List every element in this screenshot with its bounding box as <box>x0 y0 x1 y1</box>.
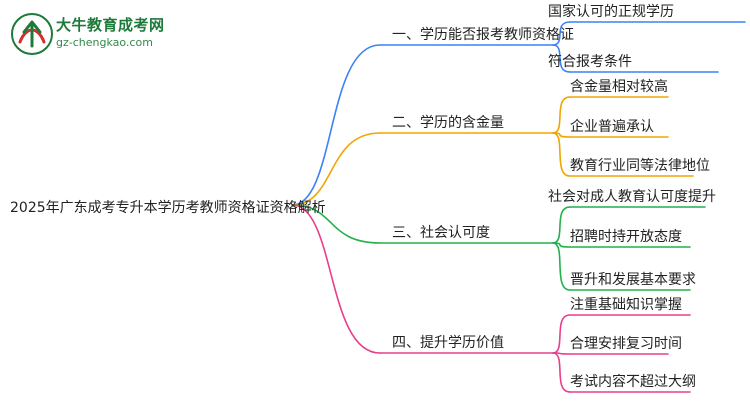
niu-logo-icon <box>11 13 53 55</box>
branch-label: 三、社会认可度 <box>392 225 490 241</box>
leaf-connector <box>552 206 571 244</box>
leaf-label: 教育行业同等法律地位 <box>570 158 710 174</box>
leaf-label: 国家认可的正规学历 <box>548 4 674 20</box>
leaf-label: 晋升和发展基本要求 <box>570 272 696 288</box>
leaf-label: 注重基础知识掌握 <box>570 297 682 313</box>
leaf-connector <box>552 44 571 73</box>
leaf-connector <box>552 242 571 291</box>
branch-connector <box>291 44 381 206</box>
leaf-label: 含金量相对较高 <box>570 79 668 95</box>
site-logo: 大牛教育成考网 gz-chengkao.com <box>10 12 164 56</box>
site-url: gz-chengkao.com <box>56 36 153 49</box>
leaf-connector <box>552 21 571 46</box>
branch-label: 二、学历的含金量 <box>392 115 504 131</box>
leaf-connector <box>552 352 571 393</box>
leaf-label: 考试内容不超过大纲 <box>570 374 696 390</box>
branch-connector <box>291 204 381 244</box>
branch-label: 一、学历能否报考教师资格证 <box>392 27 574 43</box>
branch-connector <box>291 204 381 354</box>
leaf-label: 合理安排复习时间 <box>570 336 682 352</box>
branch-connector <box>291 132 381 206</box>
root-node-label: 2025年广东成考专升本学历考教师资格证资格解析 <box>10 200 326 216</box>
leaf-connector <box>552 314 571 354</box>
leaf-label: 符合报考条件 <box>548 54 632 70</box>
leaf-label: 企业普遍承认 <box>570 119 654 135</box>
leaf-connector <box>552 96 571 134</box>
leaf-label: 招聘时持开放态度 <box>570 229 682 245</box>
leaf-label: 社会对成人教育认可度提升 <box>548 189 716 205</box>
branch-label: 四、提升学历价值 <box>392 335 504 351</box>
leaf-connector <box>552 132 571 177</box>
site-name: 大牛教育成考网 <box>56 16 165 34</box>
